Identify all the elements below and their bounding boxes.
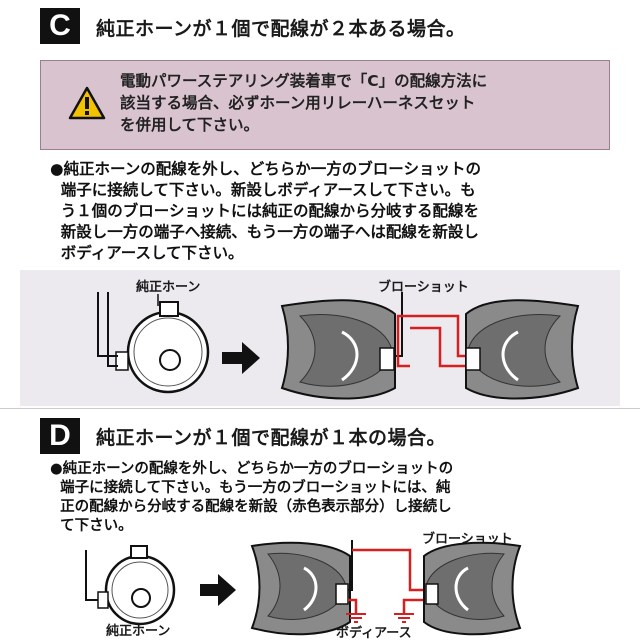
warning-box — [40, 60, 610, 150]
stock-horn-c — [115, 301, 210, 394]
section-d-label-body-earth: ボディアース — [336, 626, 412, 641]
section-d-badge: D — [40, 418, 80, 454]
section-c-badge: C — [40, 8, 80, 44]
section-divider — [0, 408, 640, 409]
section-d-instructions: ●純正ホーンの配線を外し、どちらか一方のブローショットの 端子に接続して下さい。… — [50, 461, 454, 534]
section-d-wiring-diagram — [85, 540, 522, 636]
ground-icon-2 — [394, 613, 414, 623]
blowshot-horn-d-2 — [423, 541, 522, 636]
arrow-icon-d — [200, 574, 236, 606]
section-c-heading: 純正ホーンが１個で配線が２本ある場合。 — [96, 18, 466, 40]
stock-horn-d — [97, 545, 176, 626]
warning-text: 電動パワーステアリング装着車で「C」の配線方法に 該当する場合、必ずホーン用リレ… — [120, 72, 488, 134]
section-c-label-stock-horn: 純正ホーン — [136, 280, 201, 295]
warning-icon — [68, 86, 106, 120]
blowshot-horn-c-2 — [465, 299, 580, 400]
blowshot-horn-d-1 — [250, 541, 351, 636]
section-c-wiring-diagram — [97, 292, 580, 400]
section-d-label-stock-horn: 純正ホーン — [106, 624, 171, 639]
section-d-heading: 純正ホーンが１個で配線が１本の場合。 — [96, 427, 447, 449]
ground-icon-1 — [346, 613, 366, 623]
section-c-instructions: ●純正ホーンの配線を外し、どちらか一方のブローショットの 端子に接続して下さい。… — [50, 160, 481, 262]
arrow-icon — [222, 342, 260, 374]
section-c-label-blowshot: ブローショット — [378, 280, 469, 295]
blowshot-horn-c-1 — [280, 299, 396, 400]
